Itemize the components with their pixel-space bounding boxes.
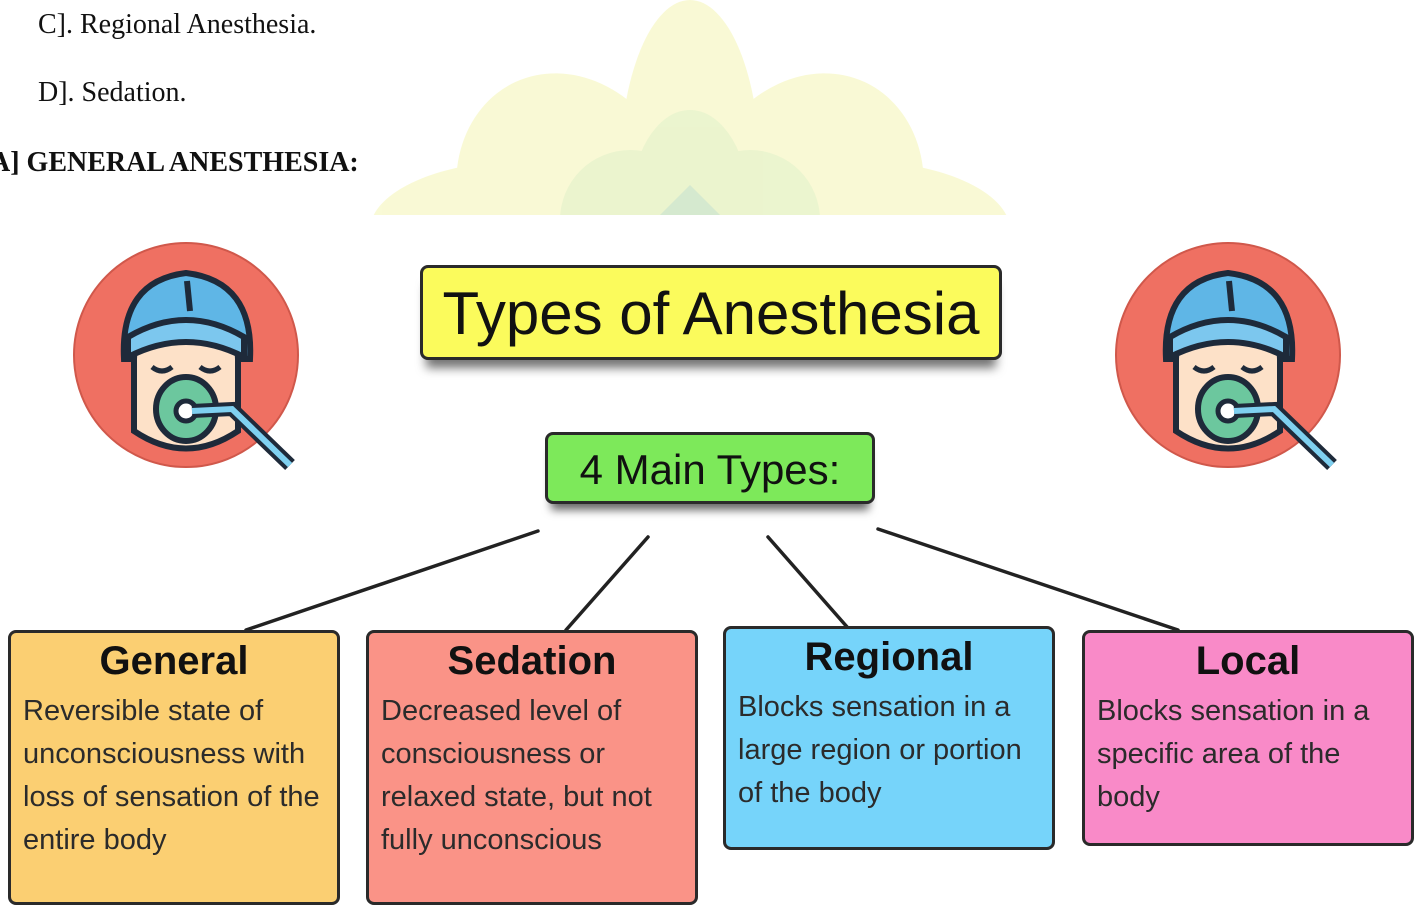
card-sedation-description: Decreased level of consciousness or rela…	[381, 690, 683, 862]
card-general-title: General	[11, 639, 337, 684]
diagram-title: Types of Anesthesia	[420, 265, 1002, 360]
anesthesia-patient-icon	[72, 241, 312, 481]
anesthesia-diagram: Types of Anesthesia 4 Main Types: Genera…	[0, 215, 1421, 901]
connector-local	[878, 529, 1178, 630]
card-general: General Reversible state of unconsciousn…	[8, 630, 340, 905]
card-sedation-title: Sedation	[369, 639, 695, 684]
connector-regional	[768, 537, 848, 628]
card-sedation: Sedation Decreased level of consciousnes…	[366, 630, 698, 905]
card-regional: Regional Blocks sensation in a large reg…	[723, 626, 1055, 850]
card-general-description: Reversible state of unconsciousness with…	[23, 690, 325, 862]
doc-line-regional: C]. Regional Anesthesia.	[38, 9, 316, 41]
connector-general	[246, 531, 538, 630]
doc-heading: A] GENERAL ANESTHESIA:	[0, 147, 359, 179]
anesthesia-patient-icon	[1114, 241, 1354, 481]
lotus-watermark	[350, 0, 1030, 215]
card-regional-description: Blocks sensation in a large region or po…	[738, 686, 1040, 815]
doc-line-sedation: D]. Sedation.	[38, 77, 187, 109]
diagram-subtitle: 4 Main Types:	[545, 432, 875, 504]
card-local: Local Blocks sensation in a specific are…	[1082, 630, 1414, 846]
card-local-description: Blocks sensation in a specific area of t…	[1097, 690, 1399, 819]
card-local-title: Local	[1085, 639, 1411, 684]
card-regional-title: Regional	[726, 635, 1052, 680]
connector-sedation	[566, 537, 648, 630]
